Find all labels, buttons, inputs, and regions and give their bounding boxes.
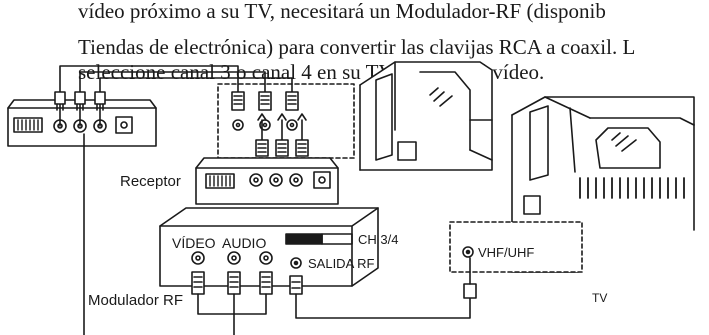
modulator-audio-label: AUDIO <box>222 235 266 251</box>
modulator-rf-out-label: SALIDA RF <box>308 256 375 271</box>
receiver-device <box>195 83 355 205</box>
modulator-video-label: VÍDEO <box>172 235 216 251</box>
rca-plugs-source <box>54 91 106 111</box>
receiver-label: Receptor <box>120 173 181 190</box>
instruction-line-1: vídeo próximo a su TV, necesitará un Mod… <box>78 0 606 23</box>
background-tv-illustration <box>359 61 493 171</box>
rf-modulator-device <box>159 207 379 287</box>
tv-input-label: VHF/UHF <box>478 245 534 260</box>
tv-illustration <box>449 96 695 273</box>
rca-plugs-modulator <box>191 257 477 335</box>
modulator-label: Modulador RF <box>88 292 183 309</box>
modulator-channel-label: CH 3/4 <box>358 232 398 247</box>
rca-plugs-receptor-out <box>255 113 309 157</box>
tv-label: TV <box>592 291 607 305</box>
instruction-line-2: Tiendas de electrónica) para convertir l… <box>78 35 636 59</box>
rca-plugs-receptor-in <box>231 91 299 111</box>
rca-cables-source <box>59 65 293 335</box>
source-device <box>7 99 157 147</box>
